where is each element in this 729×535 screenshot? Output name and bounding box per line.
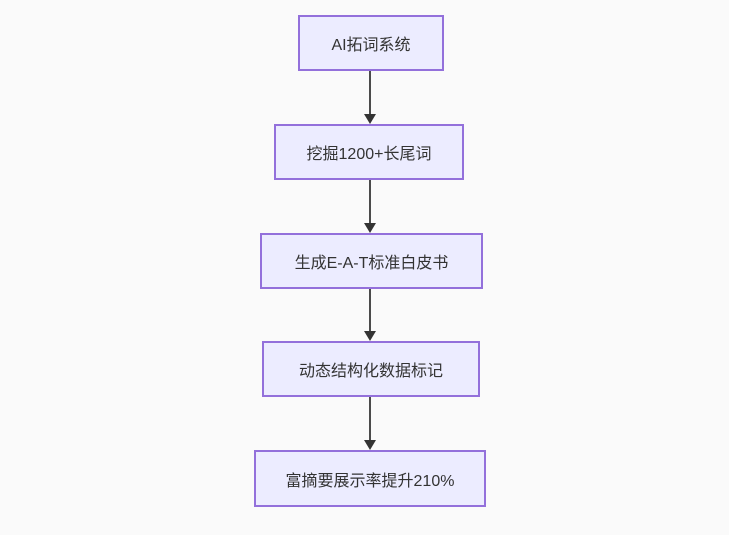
flowchart-arrow-3	[364, 289, 377, 341]
flowchart-arrow-1	[364, 71, 377, 124]
arrow-head-icon	[364, 223, 376, 233]
arrow-line	[369, 397, 371, 445]
arrow-line	[369, 71, 371, 119]
flowchart-node-ai-word-system: AI拓词系统	[298, 15, 444, 71]
arrow-head-icon	[364, 114, 376, 124]
flowchart-arrow-2	[364, 180, 377, 233]
node-label: AI拓词系统	[331, 37, 411, 54]
arrow-head-icon	[364, 440, 376, 450]
arrow-line	[369, 289, 371, 336]
flowchart-arrow-4	[364, 397, 377, 450]
flowchart-node-eat-whitepaper: 生成E-A-T标准白皮书	[260, 233, 483, 289]
flowchart-node-longtail-mining: 挖掘1200+长尾词	[274, 124, 464, 180]
arrow-head-icon	[364, 331, 376, 341]
node-label: 富摘要展示率提升210%	[285, 472, 455, 490]
arrow-line	[369, 180, 371, 228]
flowchart-node-structured-data: 动态结构化数据标记	[262, 341, 480, 397]
node-label: 生成E-A-T标准白皮书	[294, 255, 449, 272]
node-label: 动态结构化数据标记	[298, 363, 443, 380]
flowchart-node-rich-snippet-result: 富摘要展示率提升210%	[254, 450, 486, 507]
node-label: 挖掘1200+长尾词	[306, 146, 432, 163]
